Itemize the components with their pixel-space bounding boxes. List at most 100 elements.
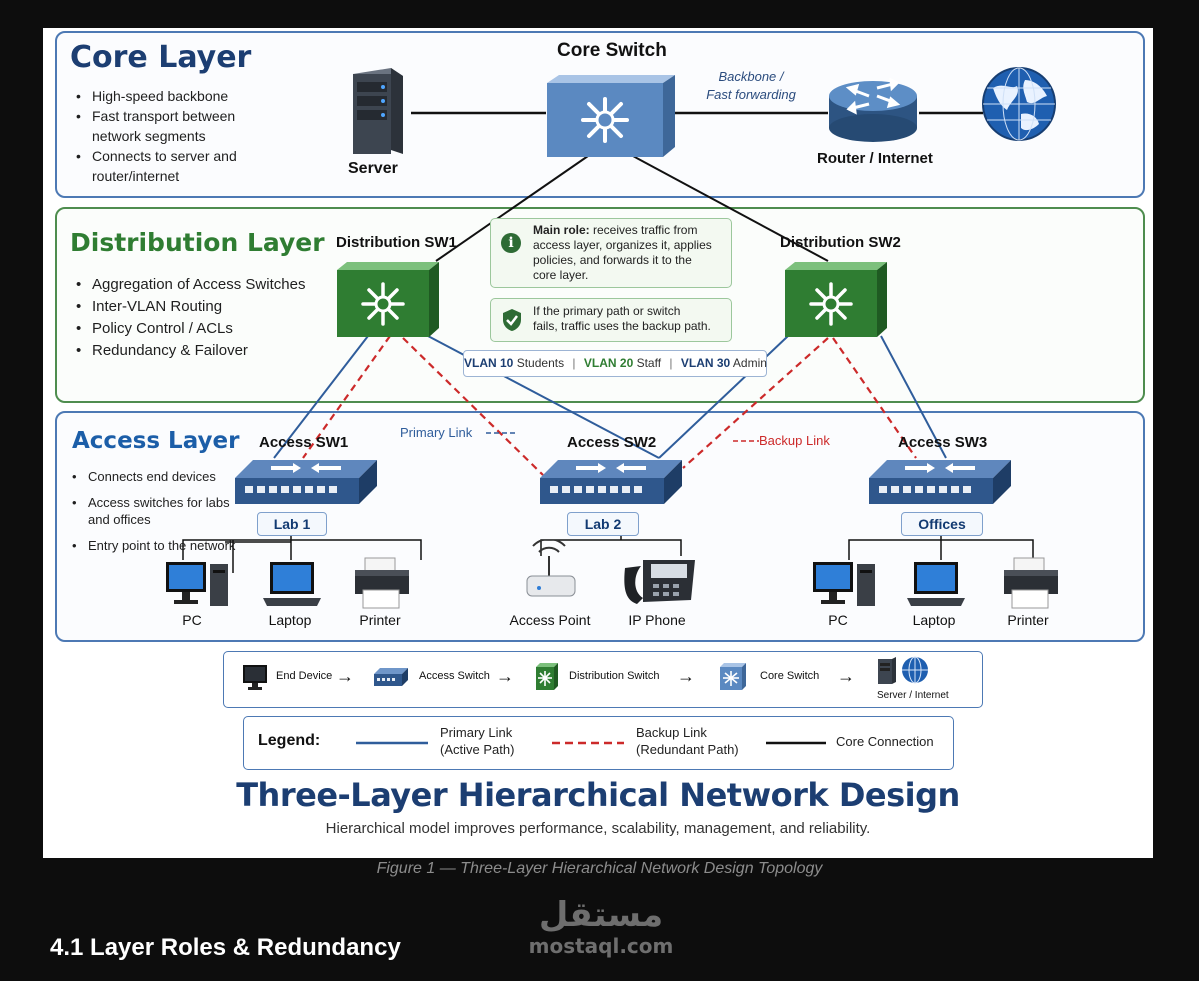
vlan-bar: VLAN 10 Students | VLAN 20 Staff | VLAN … (463, 350, 767, 377)
vlan-10-name: Students (516, 356, 565, 370)
legend-primary-text: Primary Link (Active Path) (440, 724, 514, 758)
bullet: Policy Control / ACLs (74, 318, 354, 340)
backup-link-d2-a3 (832, 337, 917, 459)
legend-primary-line1: Primary Link (440, 725, 513, 740)
device-label-printer: Printer (1007, 612, 1049, 628)
backbone-note-line: Fast forwarding (706, 87, 796, 102)
backup-path-info-box: If the primary path or switch fails, tra… (490, 298, 732, 342)
device-label-pc: PC (828, 612, 848, 628)
vlan-separator: | (572, 356, 576, 370)
access-point-icon (519, 538, 583, 607)
flow-arrow: → (496, 666, 514, 686)
backup-link-label: Backup Link (759, 433, 830, 448)
backup-path-line: fails, traffic uses the backup path. (533, 319, 711, 333)
legend-backup-text: Backup Link (Redundant Path) (636, 724, 739, 758)
access-sw3-label: Access SW3 (898, 434, 988, 451)
legend-primary-line (356, 741, 428, 745)
device-label-laptop: Laptop (912, 612, 956, 628)
access-layer-bullets: Connects end devices Access switches for… (70, 468, 250, 554)
bullet: Aggregation of Access Switches (74, 274, 354, 296)
figure-caption: Figure 1 — Three-Layer Hierarchical Netw… (376, 860, 823, 877)
access-layer-title: Access Layer (72, 428, 240, 454)
shield-check-icon (503, 309, 521, 331)
core-layer-title: Core Layer (70, 40, 252, 75)
flow-step-access-switch: Access Switch (419, 670, 490, 682)
legend-core-text: Core Connection (836, 734, 934, 749)
backup-link-d2-a2 (682, 337, 829, 469)
legend: Legend: Primary Link (Active Path) Backu… (243, 716, 954, 770)
device-label-pc: PC (182, 612, 202, 628)
device-label-access-point: Access Point (509, 612, 591, 628)
legend-backup-line1: Backup Link (636, 725, 707, 740)
distribution-sw1-label: Distribution SW1 (336, 234, 457, 251)
access-switch-icon (536, 456, 686, 513)
main-role-line: policies, and forwards it to the (533, 253, 692, 267)
core-layer-bullets: High-speed backbone Fast transport betwe… (74, 86, 254, 186)
info-icon: i (501, 233, 521, 253)
access-sw2-label: Access SW2 (567, 434, 657, 451)
flow-step-core-switch: Core Switch (760, 670, 820, 682)
traffic-flow-bar: End Device → Access Switch → Distributio… (223, 651, 983, 708)
bullet: Access switches for labs and offices (70, 494, 250, 528)
server-icon (345, 66, 409, 163)
vlan-30-name: Admin (732, 356, 767, 370)
diagram-subtitle: Hierarchical model improves performance,… (325, 820, 871, 837)
backup-link-d1-a1 (302, 335, 391, 459)
watermark-latin: mostaql.com (528, 934, 674, 958)
legend-title: Legend: (258, 732, 321, 749)
vlan-20-id: VLAN 20 (583, 356, 634, 370)
pc-icon (811, 560, 881, 615)
core-connection-dist2 (632, 155, 829, 262)
vlan-20-name: Staff (636, 356, 662, 370)
flow-step-server-internet: Server / Internet (877, 690, 949, 701)
network-diagram-figure: Core Layer High-speed backbone Fast tran… (43, 28, 1153, 858)
main-role-text: Main role: receives traffic from access … (533, 223, 729, 283)
pc-icon (164, 560, 234, 615)
main-role-bold: Main role: (533, 223, 590, 237)
globe-mini-icon (902, 656, 928, 684)
laptop-icon (261, 560, 323, 615)
bullet: Inter-VLAN Routing (74, 296, 354, 318)
bullet: Connects to server and router/internet (74, 146, 254, 186)
legend-backup-line (552, 741, 624, 745)
offices-tag: Offices (901, 512, 983, 536)
ip-phone-icon (619, 548, 699, 613)
backbone-note-line: Backbone / (718, 69, 784, 84)
core-connection-dist1 (435, 155, 589, 262)
vlan-30-id: VLAN 30 (680, 356, 731, 370)
backbone-note: Backbone / Fast forwarding (703, 68, 799, 104)
backup-path-line: If the primary path or switch (533, 304, 681, 318)
core-switch-label: Core Switch (557, 40, 667, 61)
watermark-logo: مستقل mostaql.com (526, 895, 676, 957)
bullet: Fast transport between network segments (74, 106, 254, 146)
legend-backup-line2: (Redundant Path) (636, 742, 739, 757)
server-label: Server (348, 160, 398, 177)
router-icon (825, 77, 923, 153)
laptop-icon (905, 560, 967, 615)
main-role-line: access layer, organizes it, applies (533, 238, 712, 252)
entry-point-connector (225, 541, 291, 543)
main-role-line: core layer. (533, 268, 589, 282)
distribution-layer-title: Distribution Layer (70, 228, 325, 257)
watermark-arabic: مستقل (538, 895, 664, 935)
main-role-info-box: i Main role: receives traffic from acces… (490, 218, 732, 288)
flow-step-distribution-switch: Distribution Switch (569, 670, 660, 682)
printer-icon (351, 556, 413, 617)
core-switch-icon (543, 73, 679, 166)
backup-link-d1-a2 (402, 337, 544, 476)
bullet: Entry point to the network (70, 537, 298, 554)
section-heading: 4.1 Layer Roles & Redundancy (50, 934, 401, 961)
distribution-sw1-icon (333, 260, 443, 345)
core-switch-mini-icon (720, 663, 746, 690)
distribution-sw2-icon (781, 260, 891, 345)
monitor-icon (243, 665, 267, 690)
router-label: Router / Internet (817, 150, 933, 167)
lab-2-tag: Lab 2 (567, 512, 639, 536)
legend-primary-line2: (Active Path) (440, 742, 515, 757)
access-sw1-label: Access SW1 (259, 434, 349, 451)
printer-icon (1000, 556, 1062, 617)
bullet: High-speed backbone (74, 86, 254, 106)
device-label-printer: Printer (359, 612, 401, 628)
access-switch-icon (865, 456, 1015, 513)
distribution-layer-bullets: Aggregation of Access Switches Inter-VLA… (74, 274, 354, 362)
